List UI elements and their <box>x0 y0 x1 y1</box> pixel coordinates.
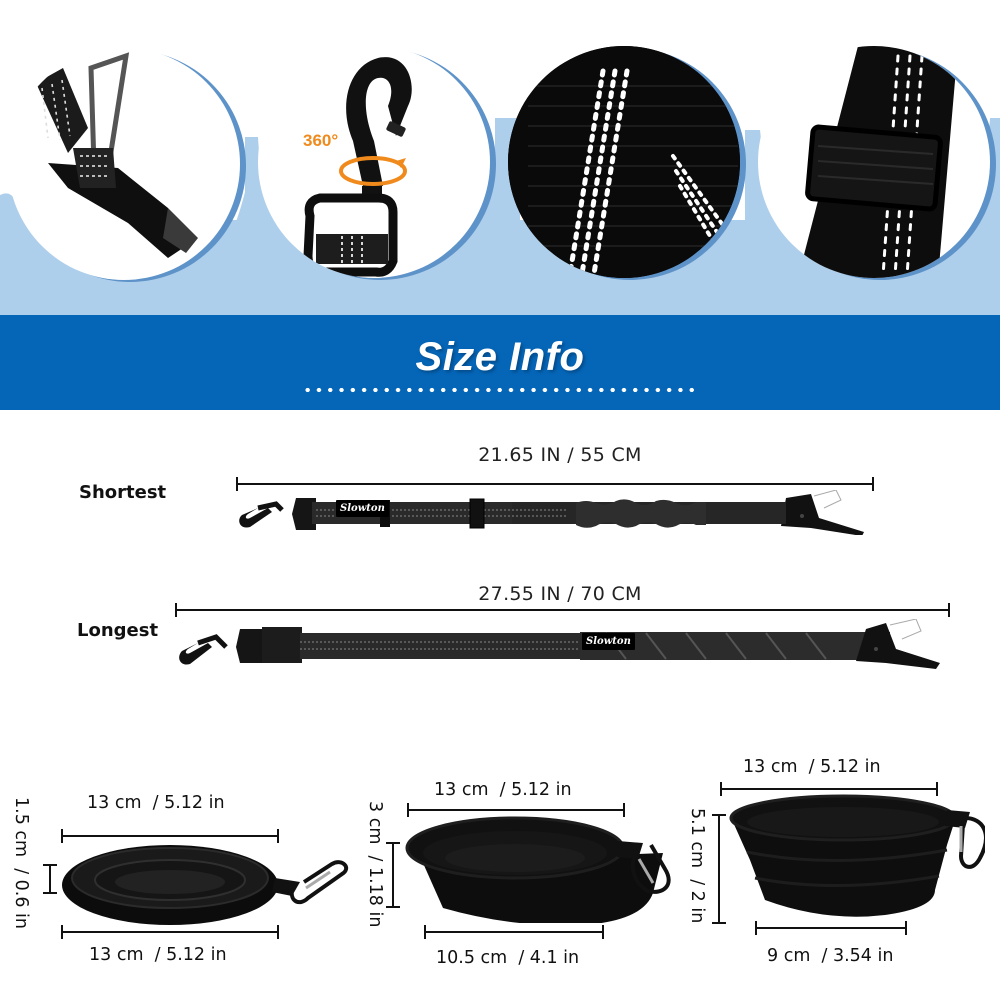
shortest-dimension: 21.65 IN / 55 CM <box>478 444 642 466</box>
bowl2-top-line <box>407 803 625 817</box>
bowl3-height: 5.1 cm / 2 in <box>687 808 707 924</box>
bowl3-top-line <box>720 782 938 796</box>
banner-dotted-divider <box>302 387 694 393</box>
brand-tag-shortest: Slowton <box>336 500 389 517</box>
bowl3-bottom-width: 9 cm / 3.54 in <box>767 946 894 966</box>
longest-dimension: 27.55 IN / 70 CM <box>478 583 642 605</box>
bowl1-bottom-line <box>61 925 279 939</box>
bowl-collapsed-image <box>60 840 352 930</box>
leash-shortest-image: Slowton <box>236 489 872 536</box>
bowl1-bottom-width: 13 cm / 5.12 in <box>89 945 227 965</box>
feature-seat-belt-clip <box>8 48 240 280</box>
shortest-label: Shortest <box>79 482 167 503</box>
bowl2-top-width: 13 cm / 5.12 in <box>434 780 572 800</box>
slider-buckle-icon <box>798 46 958 278</box>
bowl3-bottom-line <box>755 921 907 935</box>
bowl2-height-line <box>386 842 400 908</box>
leash-shortest-icon <box>239 489 864 536</box>
seat-belt-clip-icon <box>36 52 198 258</box>
feature-swivel-snap-hook <box>258 46 490 278</box>
size-info-banner: Size Info <box>0 315 1000 410</box>
bowl2-bottom-width: 10.5 cm / 4.1 in <box>436 948 580 968</box>
brand-tag-longest: Slowton <box>582 633 635 650</box>
rotation-360-label: 360° <box>303 131 339 150</box>
feature-strip: 360° <box>0 0 1000 315</box>
feature-adjustable-slider <box>758 46 990 278</box>
bowl-half-image <box>403 813 733 926</box>
bowl-full-image <box>725 790 988 920</box>
bowl1-height-line <box>43 864 57 894</box>
half-expanded-bowl-icon <box>405 816 671 926</box>
bowl1-top-width: 13 cm / 5.12 in <box>87 793 225 813</box>
snap-hook-icon <box>303 57 412 277</box>
leash-longest-icon <box>179 618 940 669</box>
shortest-measure-line <box>236 477 874 491</box>
bowl1-height: 1.5 cm / 0.6 in <box>11 797 31 929</box>
bowl3-top-width: 13 cm / 5.12 in <box>743 757 881 777</box>
reflective-stitching-icon <box>508 46 740 278</box>
fully-expanded-bowl-icon <box>729 794 988 917</box>
longest-label: Longest <box>77 620 159 641</box>
bowl3-height-line <box>712 814 726 924</box>
collapsed-bowl-icon <box>62 845 349 925</box>
longest-measure-line <box>175 603 950 617</box>
bowl2-bottom-line <box>424 925 604 939</box>
bowl2-height: 3 cm / 1.18 in <box>365 801 385 928</box>
bowl1-top-line <box>61 829 279 843</box>
feature-reflective-stitching <box>508 46 740 278</box>
banner-title: Size Info <box>415 335 585 379</box>
leash-longest-image: Slowton <box>176 618 940 669</box>
